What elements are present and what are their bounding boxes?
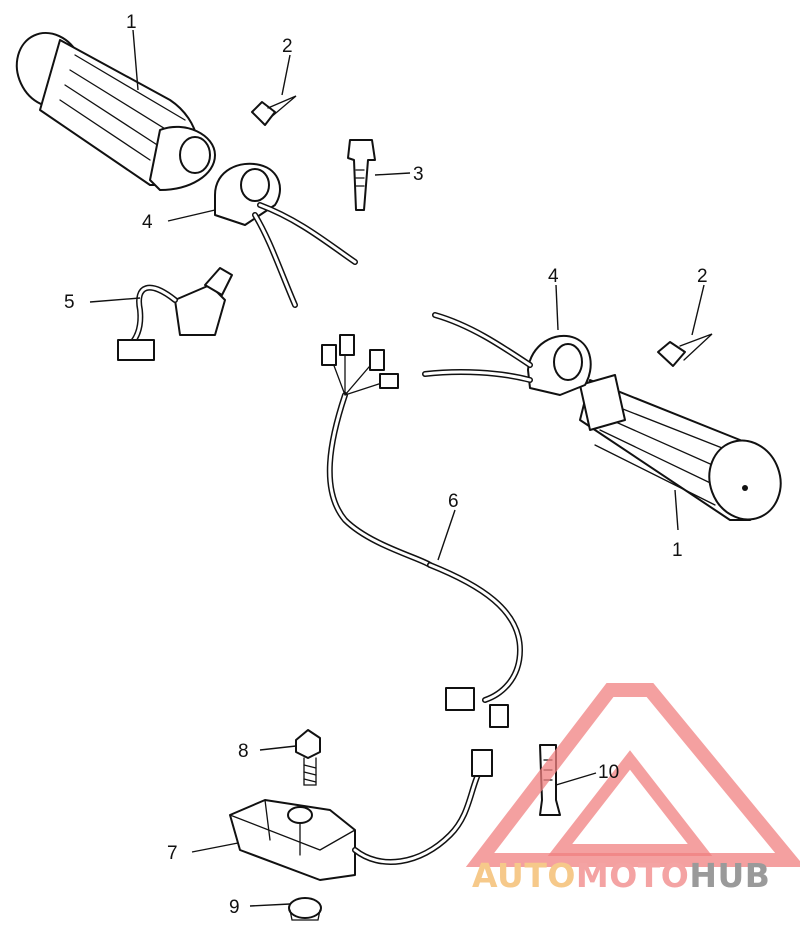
callout-4-left: 4: [142, 212, 153, 233]
callout-numbers: 1 2 3 4 5 4 2 6 1 8 7 9 10: [64, 12, 708, 918]
callout-4-right: 4: [548, 266, 559, 287]
grip-left: [15, 32, 216, 191]
watermark-moto: MOTO: [576, 856, 689, 895]
callout-3: 3: [413, 164, 424, 185]
callout-1-right: 1: [672, 540, 683, 561]
watermark-auto: AUTO: [472, 856, 576, 895]
watermark-hub: HUB: [689, 856, 770, 895]
control-unit: [229, 749, 493, 881]
callout-2-right: 2: [697, 266, 708, 287]
callout-8: 8: [238, 741, 249, 762]
screw-right: [657, 333, 713, 367]
screw-top-left: [251, 95, 297, 126]
watermark-logo: AUTOMOTOHUB: [465, 683, 800, 895]
callout-1-left: 1: [126, 12, 137, 33]
bolt: [295, 729, 321, 786]
cap-nut: [288, 897, 322, 921]
wire-harness: [321, 334, 523, 728]
grip-heater-right: [422, 312, 592, 396]
cable-tie-top: [347, 139, 376, 211]
callout-10: 10: [598, 762, 619, 783]
grip-heater-left: [214, 162, 358, 308]
callout-6: 6: [448, 491, 459, 512]
callout-9: 9: [229, 897, 240, 918]
callout-7: 7: [167, 843, 178, 864]
leader-lines: [89, 29, 705, 907]
watermark-text: AUTOMOTOHUB: [472, 856, 770, 895]
grip-right: [579, 374, 782, 521]
callout-5: 5: [64, 292, 75, 313]
callout-2-left: 2: [282, 36, 293, 57]
heater-switch: [117, 267, 233, 361]
